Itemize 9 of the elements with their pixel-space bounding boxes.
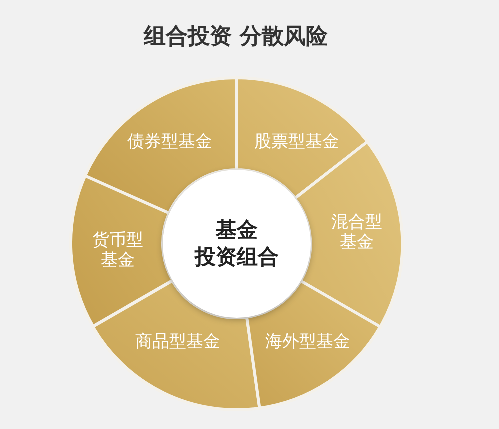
- segment-label: 股票型基金: [254, 132, 340, 152]
- segment-label: 债券型基金: [127, 132, 212, 152]
- segment-label: 海外型基金: [265, 332, 350, 352]
- segment-label: 混合型基金: [330, 212, 384, 254]
- center-label: 基金: [216, 216, 258, 244]
- segment-label: 货币型基金: [91, 230, 144, 272]
- title: 组合投资 分散风险: [144, 24, 328, 50]
- center-label: 投资组合: [195, 244, 279, 271]
- segment-label: 商品型基金: [135, 332, 220, 352]
